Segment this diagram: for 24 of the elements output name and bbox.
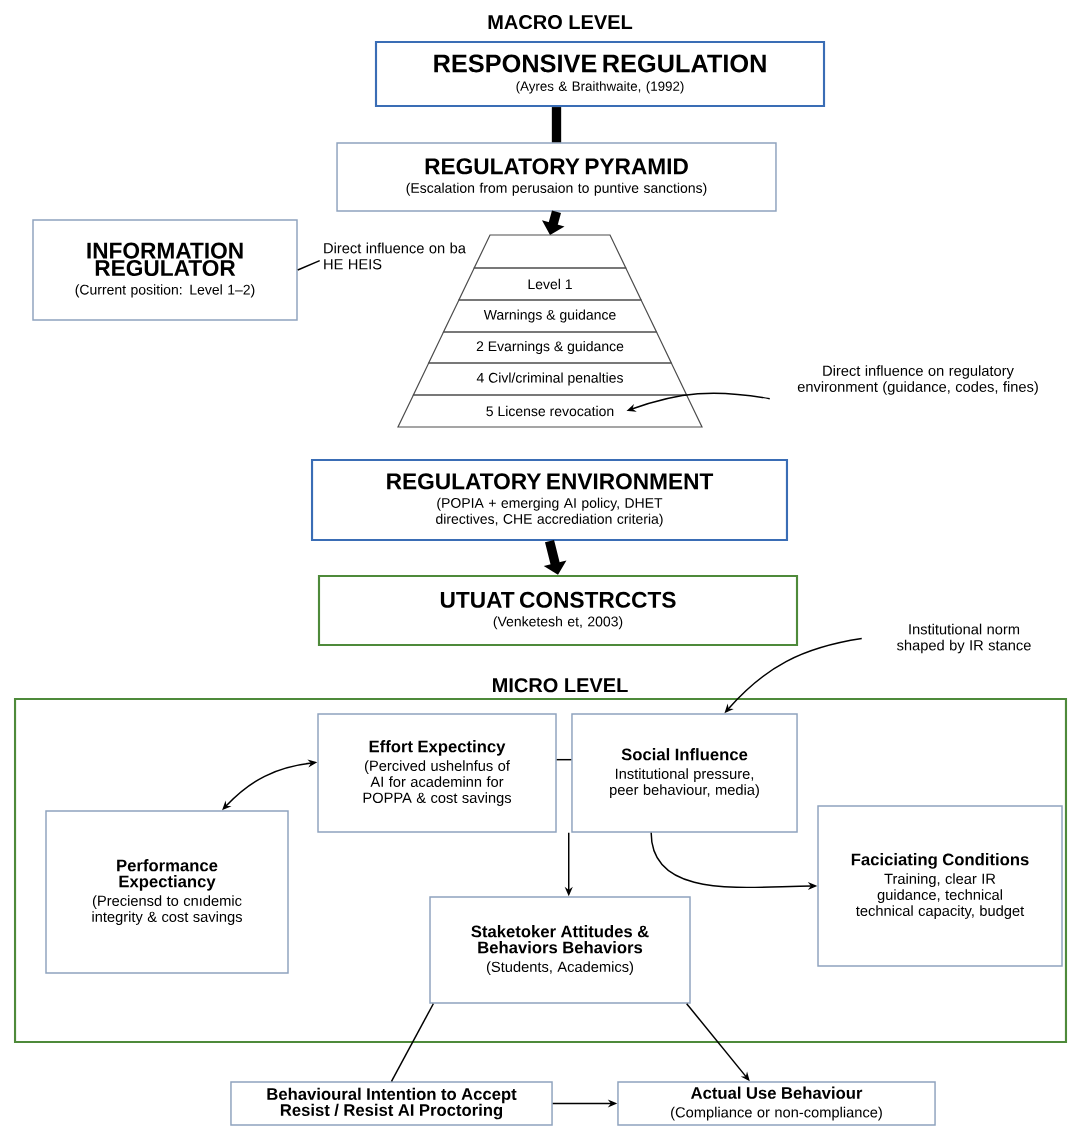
concept-box: RESPONSIVE REGULATION (Ayres & Braithwaite, (1992) — [374, 40, 826, 108]
node-label: MICRO LEVEL — [493, 678, 628, 693]
outcome-box: Behavioural Intention to Accept Resist / Resist AI Proctoring — [230, 1081, 553, 1126]
outcome-box: Actual Use Behaviour (Compliance or non-compliance) — [617, 1081, 936, 1126]
connector-line — [390, 1003, 435, 1083]
annotation-text: Institutional norm shaped by IR stance — [897, 623, 1031, 654]
pyramid-tier — [473, 234, 627, 269]
annotation-text: Direct influence on regulatory environment (guidance, codes, fines) — [797, 365, 1038, 395]
concept-box: UTUAT CONSTRCCTS (Venketesh et, 2003) — [317, 574, 799, 647]
construct-box: Social Influence Institutional pressure, peer behaviour, media) — [571, 713, 798, 833]
construct-box: Performance Expectiancy (Preciensd to cnıdemic integrity & cost savings — [45, 810, 289, 974]
connector-line — [556, 758, 572, 761]
annotation-text: Direct influence on ba HE HEIS — [324, 242, 466, 270]
pyramid-tier: Warnings & guidance — [442, 299, 658, 333]
construct-box: Effort Expectincy (Percived ushelnfus of AI for academinn for POPPA & cost savings — [317, 713, 557, 833]
construct-box: Faciciating Conditions Training, clear IR guidance, technical technical capacity, budget — [817, 805, 1063, 967]
construct-box: Staketoker Attitudes & Behaviors Behaviors (Students, Academics) — [429, 896, 691, 1004]
concept-box: REGULATORY PYRAMID (Escalation from perusaion to puntive sanctions) — [336, 142, 777, 212]
concept-box: INFORMATION REGULATOR (Current position: Level 1–2) — [32, 219, 298, 321]
pyramid-tier: 5 License revocation — [397, 394, 703, 428]
connector-line — [297, 259, 321, 271]
heading: MACRO LEVEL — [488, 14, 633, 30]
concept-box: REGULATORY ENVIRONMENT (POPIA + emerging AI policy, DHET directives, CHE accrediation criteria) — [310, 458, 789, 542]
pyramid-tier: 4 Civl/criminal penalties — [412, 362, 688, 396]
